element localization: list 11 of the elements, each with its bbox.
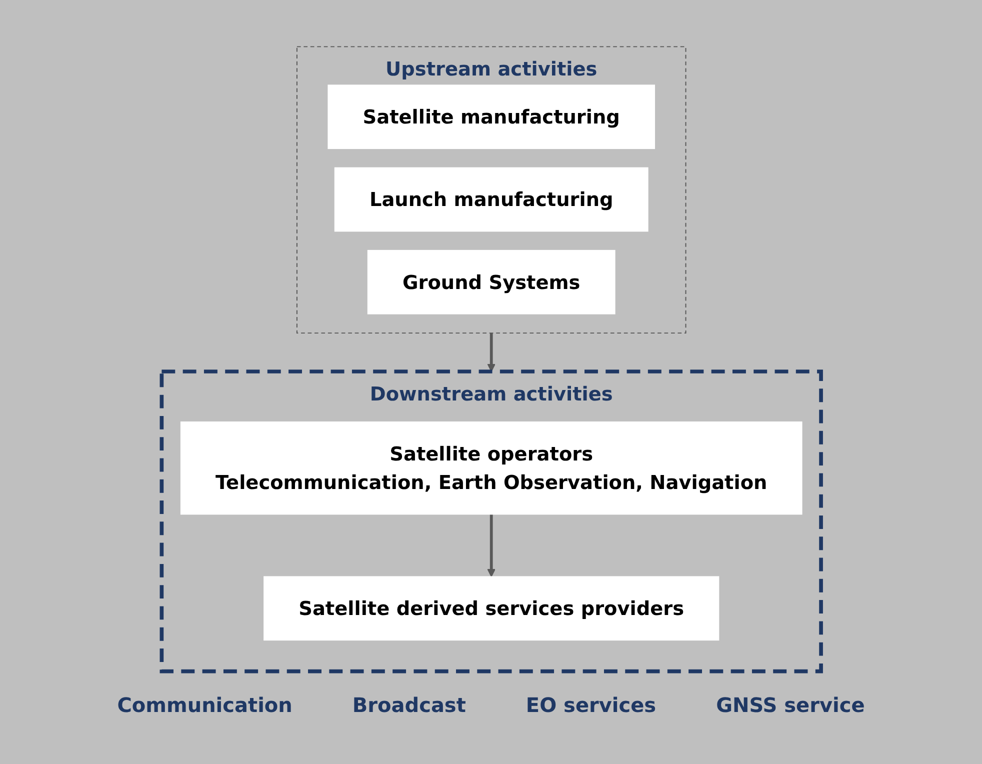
node-box: Satellite manufacturing — [327, 84, 655, 150]
node-box: Launch manufacturing — [334, 167, 648, 232]
service-label: Communication — [117, 693, 292, 717]
node-box: Ground Systems — [367, 250, 615, 314]
service-label: EO services — [526, 693, 656, 717]
node-box: Satellite operators Telecommunication, Earth Observation, Navigation — [180, 421, 802, 515]
arrow — [486, 333, 496, 372]
service-label: Broadcast — [352, 693, 466, 717]
service-label: GNSS service — [716, 693, 865, 717]
node-box: Satellite derived services providers — [263, 576, 719, 641]
arrow — [486, 514, 496, 578]
